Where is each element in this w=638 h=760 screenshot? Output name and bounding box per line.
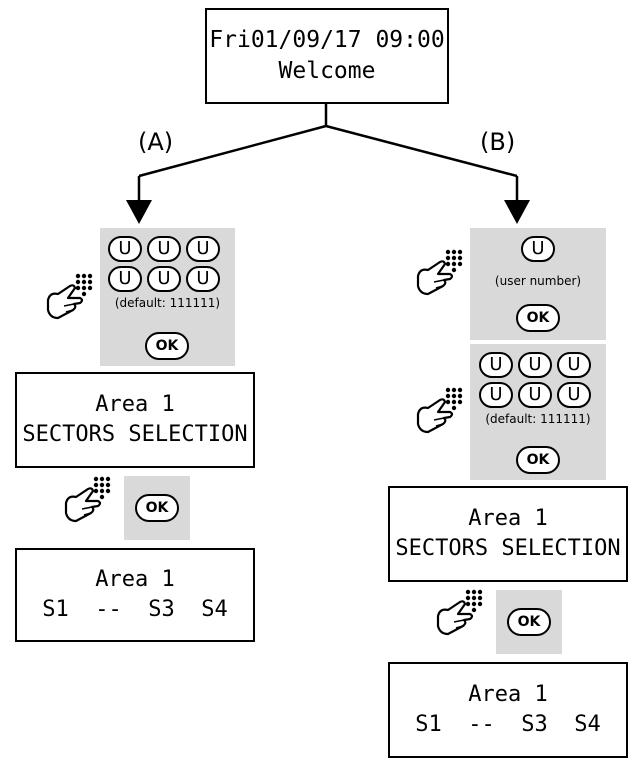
arrow-down-icon <box>504 200 530 224</box>
user-number-panel: U (user number) OK <box>470 228 606 340</box>
user-key[interactable]: U <box>557 382 591 408</box>
ok-button[interactable]: OK <box>135 494 179 522</box>
ok-button[interactable]: OK <box>516 304 560 332</box>
ok-panel: OK <box>124 476 190 540</box>
ok-button[interactable]: OK <box>516 446 560 474</box>
sectors-status-display: Area 1 S1 -- S3 S4 <box>388 662 628 758</box>
display-line2: S1 -- S3 S4 <box>415 712 601 737</box>
user-key[interactable]: U <box>518 382 552 408</box>
user-key[interactable]: U <box>147 266 181 292</box>
display-line2: SECTORS SELECTION <box>395 536 621 561</box>
code-entry-panel: U U U U U U (default: 111111) OK <box>470 344 606 480</box>
user-key[interactable]: U <box>521 236 555 262</box>
hand-keypad-icon <box>64 476 111 523</box>
branch-b-label: (B) <box>480 128 516 156</box>
default-code-note: (default: 111111) <box>114 296 221 310</box>
user-key[interactable]: U <box>108 236 142 262</box>
sectors-selection-display: Area 1 SECTORS SELECTION <box>388 486 628 582</box>
hand-keypad-icon <box>436 589 483 636</box>
arrow-down-icon <box>126 200 152 224</box>
user-key[interactable]: U <box>108 266 142 292</box>
user-key[interactable]: U <box>186 236 220 262</box>
ok-button[interactable]: OK <box>507 608 551 636</box>
display-line1: Area 1 <box>95 392 175 418</box>
user-key[interactable]: U <box>147 236 181 262</box>
hand-keypad-icon <box>416 387 463 434</box>
user-key[interactable]: U <box>479 382 513 408</box>
user-key[interactable]: U <box>479 352 513 378</box>
user-number-note: (user number) <box>494 274 582 288</box>
display-line2: SECTORS SELECTION <box>22 422 248 447</box>
user-key[interactable]: U <box>518 352 552 378</box>
top-display-line1: Fri01/09/17 09:00 <box>209 26 445 53</box>
ok-button[interactable]: OK <box>145 332 189 360</box>
top-display-line2: Welcome <box>278 58 376 84</box>
user-key[interactable]: U <box>557 352 591 378</box>
display-line1: Area 1 <box>95 567 175 593</box>
sectors-selection-display: Area 1 SECTORS SELECTION <box>15 372 255 468</box>
display-line2: S1 -- S3 S4 <box>42 597 228 622</box>
default-code-note: (default: 111111) <box>485 412 591 426</box>
display-line1: Area 1 <box>468 682 548 708</box>
user-key[interactable]: U <box>186 266 220 292</box>
code-entry-panel: U U U U U U (default: 111111) OK <box>100 228 235 366</box>
top-display: Fri01/09/17 09:00 Welcome <box>205 8 449 104</box>
branch-a-label: (A) <box>138 128 174 156</box>
ok-panel: OK <box>496 590 562 654</box>
display-line1: Area 1 <box>468 506 548 532</box>
sectors-status-display: Area 1 S1 -- S3 S4 <box>15 548 255 642</box>
hand-keypad-icon <box>416 249 463 296</box>
hand-keypad-icon <box>46 273 93 320</box>
